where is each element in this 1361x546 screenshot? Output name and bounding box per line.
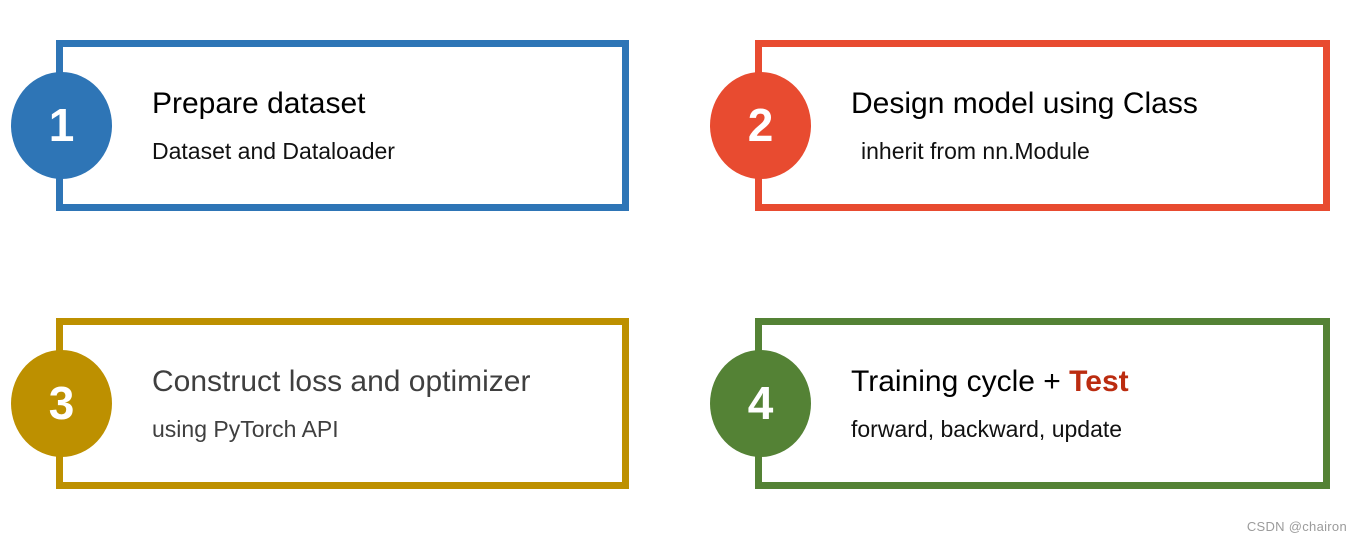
step-number: 1 xyxy=(48,98,75,151)
step-subtitle: Dataset and Dataloader xyxy=(152,137,395,164)
step-subtitle: inherit from nn.Module xyxy=(861,137,1090,164)
step-title-text: Prepare dataset xyxy=(152,87,366,121)
step-subtitle: forward, backward, update xyxy=(851,415,1123,442)
step-number: 3 xyxy=(48,376,75,429)
step-box-training-cycle: 4 Training cycle + Test forward, backwar… xyxy=(710,318,1330,489)
step-number: 2 xyxy=(747,98,774,151)
step-box-construct-loss: 3 Construct loss and optimizer using PyT… xyxy=(11,318,629,489)
step-subtitle: using PyTorch API xyxy=(152,415,339,442)
step-title-text: Training cycle + xyxy=(851,365,1070,399)
step-number-badge: 2 xyxy=(710,72,811,179)
step-box-design-model: 2 Design model using Class inherit from … xyxy=(710,40,1330,211)
step-title-text: Construct loss and optimizer xyxy=(152,365,531,399)
step-number-badge: 4 xyxy=(710,350,811,457)
step-title-text: Design model using Class xyxy=(851,87,1198,121)
step-number-badge: 1 xyxy=(11,72,112,179)
step-title: Design model using Class xyxy=(851,87,1323,122)
step-title: Prepare dataset xyxy=(152,87,622,122)
step-number: 4 xyxy=(747,376,774,429)
watermark: CSDN @chairon xyxy=(1246,519,1347,534)
step-box-prepare-dataset: 1 Prepare dataset Dataset and Dataloader xyxy=(11,40,629,211)
step-title: Training cycle + Test xyxy=(851,365,1323,400)
step-title: Construct loss and optimizer xyxy=(152,365,622,400)
step-number-badge: 3 xyxy=(11,350,112,457)
step-title-highlight: Test xyxy=(1069,365,1129,399)
